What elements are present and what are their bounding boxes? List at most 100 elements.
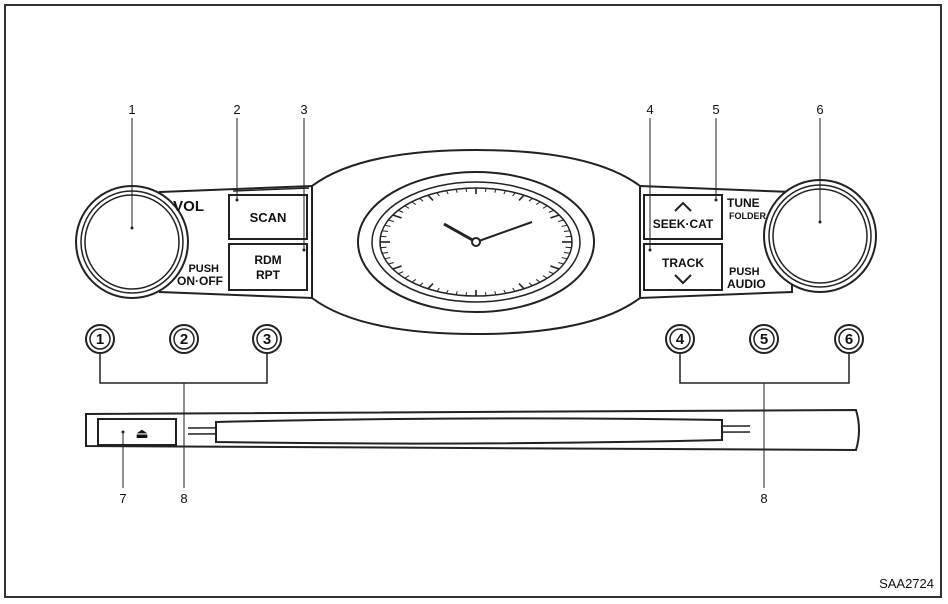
preset-label-5: 5 xyxy=(760,331,768,348)
clock-tick xyxy=(550,265,560,270)
clock-tick xyxy=(382,251,389,254)
track-button[interactable] xyxy=(643,243,723,291)
clock-tick xyxy=(494,189,497,193)
callout-7: 7 xyxy=(119,491,126,506)
clock-tick xyxy=(542,275,548,279)
preset-button-3[interactable]: 3 xyxy=(252,324,282,354)
preset-label-4: 4 xyxy=(676,331,685,348)
push2-label: PUSH xyxy=(729,266,760,278)
clock-tick xyxy=(384,257,391,260)
left-preset-bracket xyxy=(99,353,268,384)
scan-label: SCAN xyxy=(250,210,287,225)
clock-tick xyxy=(392,265,402,270)
tune-knob[interactable] xyxy=(763,179,877,293)
clock-tick xyxy=(398,209,404,213)
push-label: PUSH xyxy=(188,263,219,275)
clock-tick xyxy=(411,201,417,205)
clock-tick xyxy=(494,291,497,295)
clock-tick xyxy=(419,282,424,287)
clock-tick xyxy=(392,214,402,219)
clock-tick xyxy=(561,224,568,227)
preset-label-2: 2 xyxy=(180,331,188,348)
clock-tick xyxy=(542,205,548,209)
clock-tick xyxy=(518,283,525,290)
clock-tick xyxy=(503,289,507,294)
clock-tick xyxy=(398,271,404,275)
clock-tick xyxy=(563,251,570,254)
clock-tick xyxy=(518,194,525,201)
clock-tick xyxy=(535,201,541,205)
clock-tick xyxy=(535,279,541,283)
folder-label: FOLDER xyxy=(729,211,766,221)
on-off-label: ON·OFF xyxy=(177,274,223,288)
callout-8-right: 8 xyxy=(760,491,767,506)
clock-tick xyxy=(427,194,434,201)
callout-5: 5 xyxy=(712,102,719,117)
clock-tick xyxy=(419,197,424,202)
clock-tick xyxy=(512,287,516,292)
right-preset-bracket xyxy=(679,353,850,384)
rpt-label: RPT xyxy=(256,268,281,282)
seek-cat-button[interactable] xyxy=(643,194,723,240)
clock-tick xyxy=(512,192,516,197)
clock-tick xyxy=(382,230,389,233)
hour-hand xyxy=(443,222,477,244)
clock-tick xyxy=(455,291,458,295)
diagram-frame xyxy=(4,4,942,598)
clock xyxy=(357,171,595,313)
callout-4: 4 xyxy=(646,102,653,117)
clock-tick xyxy=(503,190,507,195)
eject-icon: ⏏ xyxy=(135,426,148,442)
clock-tick xyxy=(563,230,570,233)
figure-code: SAA2724 xyxy=(879,576,934,591)
chevron-down-icon xyxy=(674,274,692,285)
clock-tick xyxy=(528,282,533,287)
clock-tick xyxy=(436,192,440,197)
clock-tick xyxy=(411,279,417,283)
cd-slot-panel xyxy=(85,408,860,452)
cd-slot[interactable] xyxy=(215,417,723,445)
callout-3: 3 xyxy=(300,102,307,117)
audio-label: AUDIO xyxy=(727,277,766,291)
clock-tick xyxy=(465,188,468,192)
rdm-rpt-button[interactable] xyxy=(228,243,308,291)
minute-hand xyxy=(475,221,533,243)
vol-label: VOL xyxy=(173,198,204,215)
clock-tick xyxy=(388,219,394,222)
preset-button-5[interactable]: 5 xyxy=(749,324,779,354)
clock-center-pin xyxy=(471,237,481,247)
preset-label-1: 1 xyxy=(96,331,104,348)
preset-label-3: 3 xyxy=(263,331,271,348)
tune-label: TUNE xyxy=(727,196,760,210)
clock-tick xyxy=(404,205,410,209)
clock-tick xyxy=(548,209,554,213)
callout-1: 1 xyxy=(128,102,135,117)
clock-tick xyxy=(404,275,410,279)
rdm-label: RDM xyxy=(254,253,281,267)
clock-tick xyxy=(561,257,568,260)
clock-tick xyxy=(436,287,440,292)
clock-tick xyxy=(388,262,394,265)
seek-cat-label: SEEK·CAT xyxy=(653,217,714,231)
vol-knob[interactable] xyxy=(75,185,189,299)
clock-tick xyxy=(465,292,468,296)
clock-tick xyxy=(550,214,560,219)
clock-tick xyxy=(484,292,487,296)
preset-button-4[interactable]: 4 xyxy=(665,324,695,354)
preset-label-6: 6 xyxy=(845,331,853,348)
clock-tick xyxy=(455,189,458,193)
callout-2: 2 xyxy=(233,102,240,117)
preset-button-6[interactable]: 6 xyxy=(834,324,864,354)
clock-tick xyxy=(548,271,554,275)
clock-tick xyxy=(528,197,533,202)
clock-tick xyxy=(558,219,564,222)
preset-button-1[interactable]: 1 xyxy=(85,324,115,354)
clock-tick xyxy=(558,262,564,265)
clock-tick xyxy=(384,224,391,227)
preset-button-2[interactable]: 2 xyxy=(169,324,199,354)
scan-button[interactable] xyxy=(228,187,310,240)
eject-button[interactable]: ⏏ xyxy=(97,418,177,446)
track-label: TRACK xyxy=(662,256,704,270)
callout-8-left: 8 xyxy=(180,491,187,506)
